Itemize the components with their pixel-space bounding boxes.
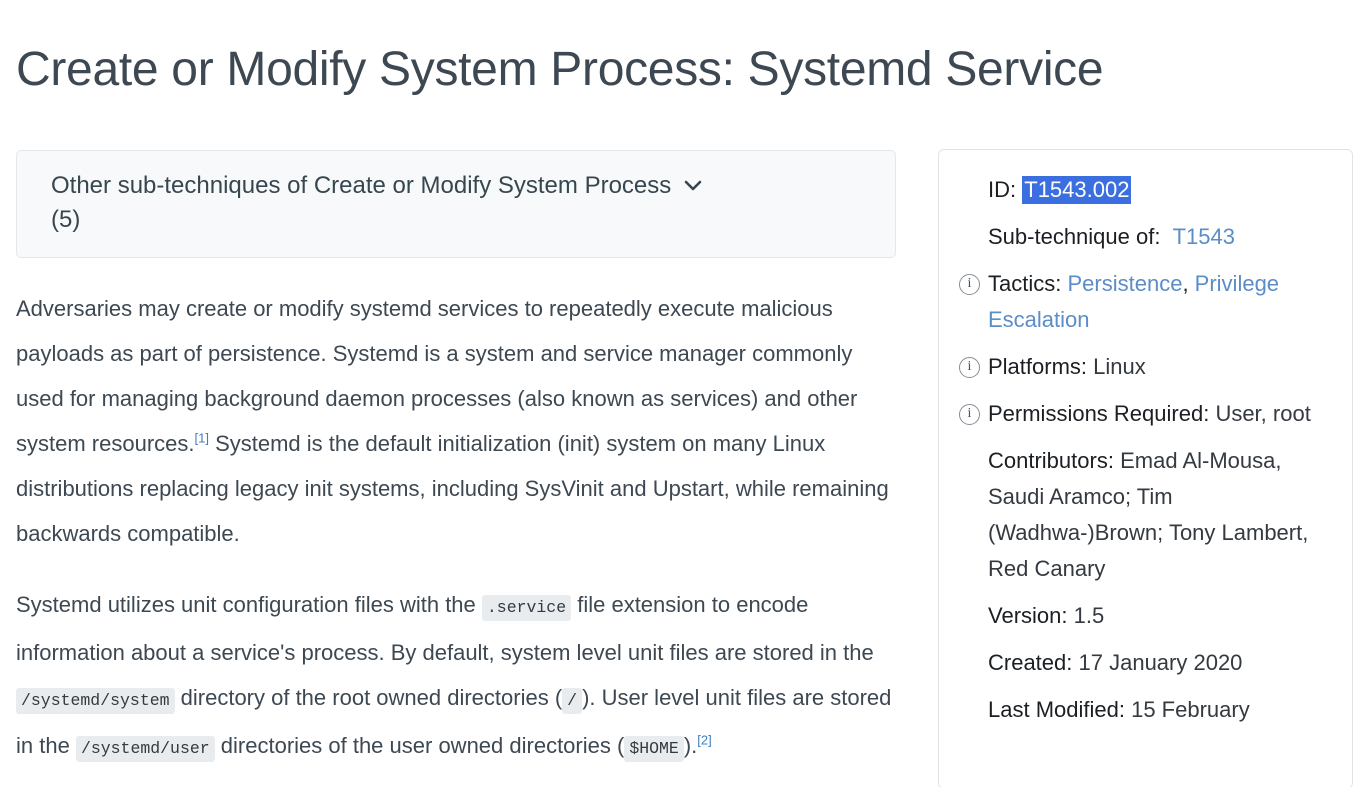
paragraph-1-text-a: Adversaries may create or modify systemd…: [16, 296, 858, 457]
main-content-column: Other sub-techniques of Create or Modify…: [16, 150, 896, 771]
paragraph-2-text-b: file extension to encode information abo…: [16, 592, 874, 666]
info-label-created: Created:: [988, 650, 1073, 675]
metadata-column: ID: T1543.002 Sub-technique of: T1543 i …: [938, 149, 1353, 787]
info-value-sub-technique-of[interactable]: T1543: [1172, 224, 1235, 249]
citation-link-2[interactable]: [2]: [697, 732, 712, 748]
description-paragraph-2: Systemd utilizes unit configuration file…: [16, 582, 896, 771]
info-row-last-modified: Last Modified: 15 February: [957, 692, 1334, 728]
technique-info-card: ID: T1543.002 Sub-technique of: T1543 i …: [938, 149, 1353, 787]
info-label-id: ID:: [988, 177, 1017, 202]
code-service-extension: .service: [481, 595, 572, 622]
info-label-contributors: Contributors:: [988, 448, 1114, 473]
info-value-contributors: Emad Al-Mousa, Saudi Aramco; Tim (Wadhwa…: [988, 448, 1309, 581]
citation-link-1[interactable]: [1]: [194, 430, 209, 446]
description-paragraph-1: Adversaries may create or modify systemd…: [16, 286, 896, 556]
paragraph-2-text-a: Systemd utilizes unit configuration file…: [16, 592, 482, 618]
info-label-version: Version:: [988, 603, 1068, 628]
code-home-variable: $HOME: [624, 736, 684, 763]
info-value-created: 17 January 2020: [1078, 650, 1243, 675]
other-subtechniques-label-line1: Other sub-techniques of Create or Modify…: [51, 172, 672, 199]
code-systemd-system-path: /systemd/system: [16, 688, 175, 715]
other-subtechniques-toggle[interactable]: Other sub-techniques of Create or Modify…: [16, 150, 896, 259]
info-row-id: ID: T1543.002: [957, 172, 1334, 208]
info-value-last-modified: 15 February: [1131, 697, 1250, 722]
info-row-permissions-required: i Permissions Required: User, root: [957, 396, 1334, 432]
info-value-permissions-required: User, root: [1215, 401, 1311, 426]
info-label-platforms: Platforms:: [988, 354, 1088, 379]
info-row-created: Created: 17 January 2020: [957, 645, 1334, 681]
page-title: Create or Modify System Process: Systemd…: [16, 43, 1104, 97]
paragraph-2-text-d: ). User level unit files are stored in t…: [16, 685, 892, 759]
other-subtechniques-label-line2: (5): [51, 206, 81, 234]
tactics-separator: ,: [1182, 271, 1195, 296]
info-row-platforms: i Platforms: Linux: [957, 349, 1334, 385]
info-circle-icon[interactable]: i: [959, 274, 980, 295]
info-value-tactic-privilege-escalation[interactable]: Privilege Escalation: [988, 271, 1280, 332]
paragraph-2-text-c: directory of the root owned directories …: [174, 685, 563, 711]
info-row-contributors: Contributors: Emad Al-Mousa, Saudi Aramc…: [957, 443, 1334, 587]
paragraph-2-text-f: ).: [683, 733, 698, 759]
info-label-sub-technique-of: Sub-technique of:: [988, 224, 1161, 249]
chevron-down-icon[interactable]: [680, 178, 706, 194]
info-label-last-modified: Last Modified:: [988, 697, 1125, 722]
info-value-version: 1.5: [1073, 603, 1105, 628]
paragraph-1-text-b: Systemd is the default initialization (i…: [16, 431, 889, 547]
info-value-tactic-persistence[interactable]: Persistence: [1067, 271, 1183, 296]
info-row-sub-technique-of: Sub-technique of: T1543: [957, 219, 1334, 255]
info-label-permissions-required: Permissions Required:: [988, 401, 1210, 426]
info-label-tactics: Tactics:: [988, 271, 1062, 296]
info-value-id[interactable]: T1543.002: [1022, 176, 1132, 204]
info-circle-icon[interactable]: i: [959, 404, 980, 425]
info-value-platforms: Linux: [1093, 354, 1146, 379]
code-root-path: /: [562, 688, 583, 715]
paragraph-2-text-e: directories of the user owned directorie…: [214, 733, 625, 759]
info-row-version: Version: 1.5: [957, 598, 1334, 634]
info-row-tactics: i Tactics: Persistence, Privilege Escala…: [957, 266, 1334, 338]
code-systemd-user-path: /systemd/user: [75, 736, 215, 763]
info-circle-icon[interactable]: i: [959, 357, 980, 378]
